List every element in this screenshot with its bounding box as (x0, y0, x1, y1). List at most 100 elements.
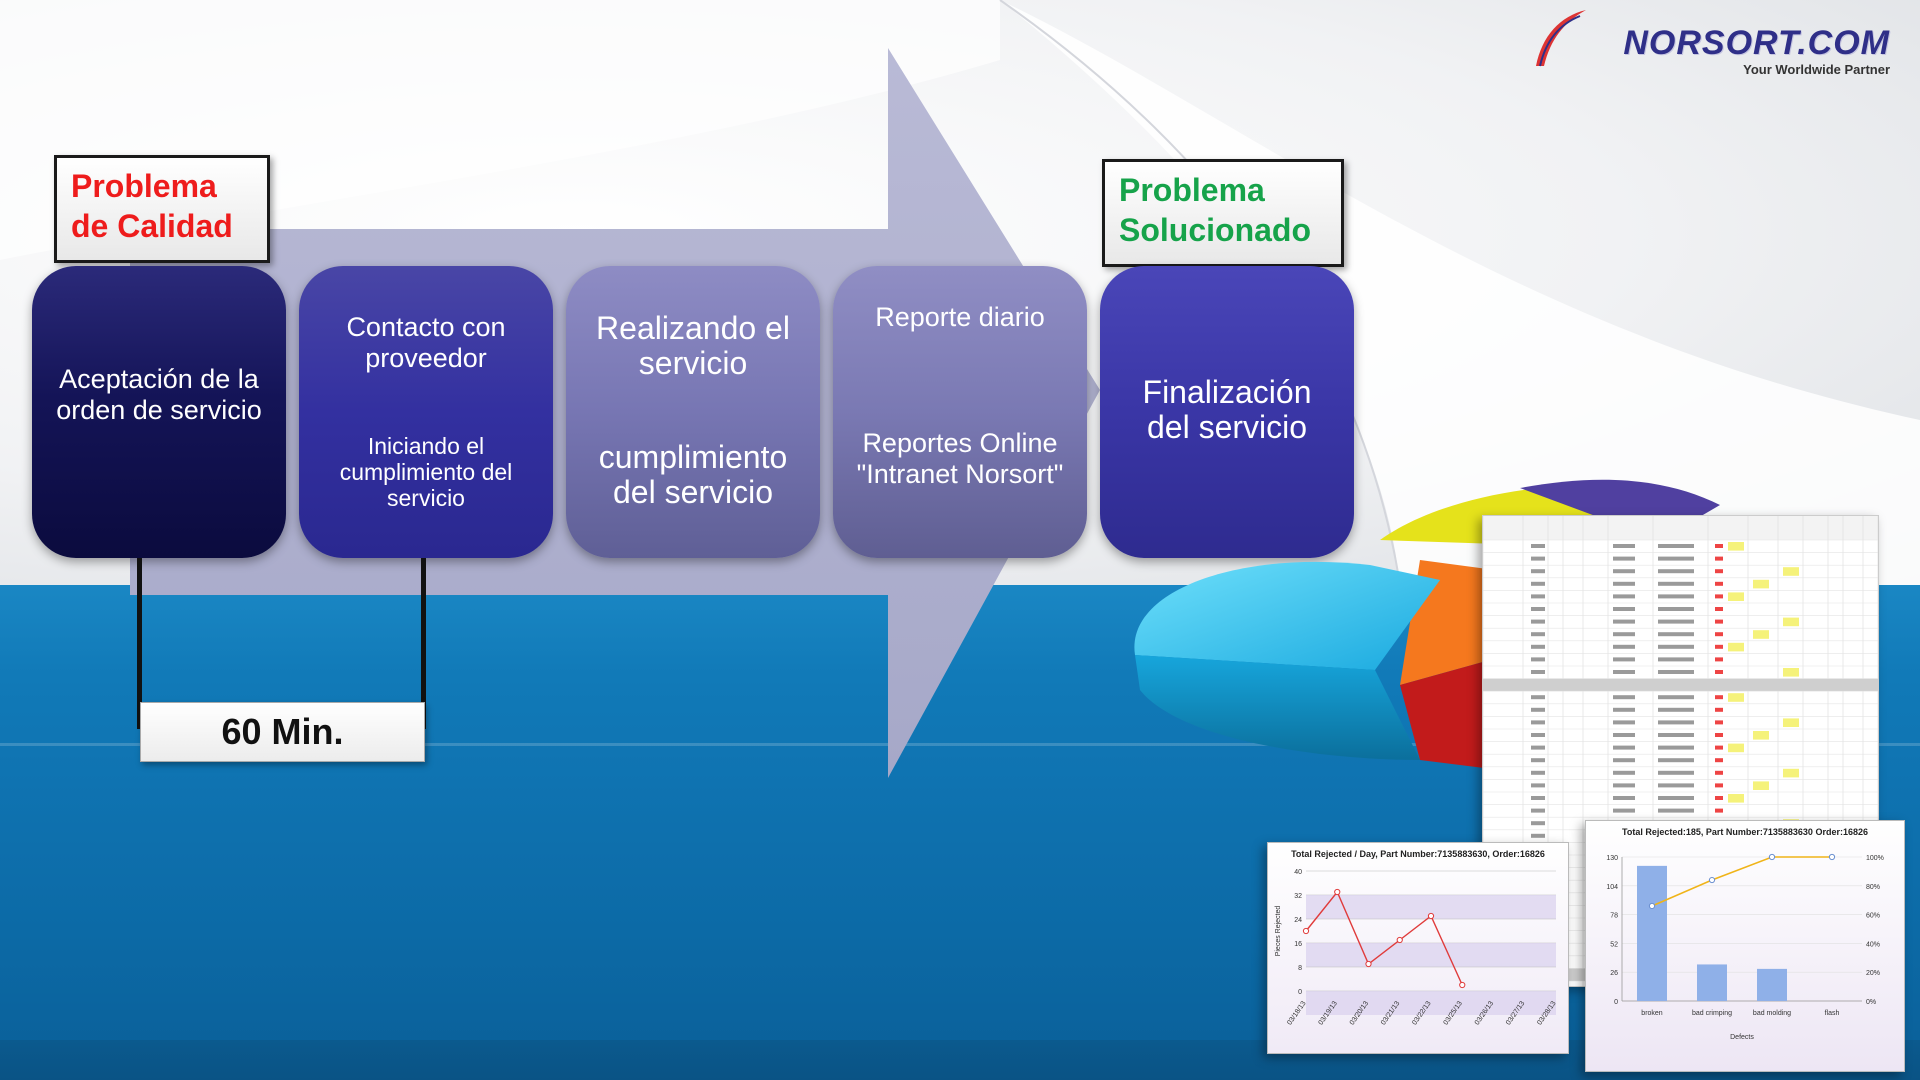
table-cell-text (1715, 783, 1723, 788)
pareto-bar (1697, 964, 1727, 1001)
pareto-y-left-tick: 52 (1610, 941, 1618, 948)
step-service-completion: Finalización del servicio (1100, 266, 1354, 558)
background-stripe (0, 743, 1920, 746)
table-cell-text (1531, 544, 1545, 548)
table-cell-text (1715, 707, 1723, 712)
step-2-title: Contacto con proveedor (346, 312, 506, 373)
pareto-x-tick: bad molding (1753, 1010, 1791, 1017)
table-cell-text (1613, 796, 1635, 800)
table-cell-text (1613, 569, 1635, 574)
pareto-y-left-tick: 0 (1614, 999, 1618, 1006)
step-3-subtitle: cumplimiento del servicio (598, 439, 788, 510)
pie-slice-cyan-side (1135, 655, 1420, 760)
table-cell-text (1715, 796, 1723, 800)
table-cell-text (1715, 644, 1723, 649)
table-cell-text (1715, 657, 1723, 662)
table-cell-text (1613, 695, 1635, 700)
line-chart-series (1305, 890, 1463, 986)
pareto-cumulative-point (1768, 853, 1776, 861)
table-cell-text (1715, 670, 1723, 674)
table-cell-text (1531, 808, 1545, 813)
table-cell-text (1715, 733, 1723, 737)
line-chart-point (1459, 981, 1466, 989)
table-highlight-cell (1783, 567, 1799, 576)
table-highlight-cell (1728, 743, 1744, 753)
table-highlight-cell (1728, 794, 1744, 803)
table-cell-text (1715, 720, 1723, 725)
pareto-y-left-tick: 104 (1606, 884, 1618, 891)
table-highlight-cell (1728, 642, 1744, 652)
table-cell-text (1658, 770, 1694, 775)
step-4-title: Reporte diario (875, 302, 1045, 332)
pareto-cumulative-point (1828, 853, 1836, 861)
table-highlight-cell (1753, 781, 1769, 790)
line-chart-y-tick: 8 (1298, 965, 1302, 972)
pareto-y-right-tick: 20% (1866, 970, 1880, 977)
table-highlight-cell (1783, 668, 1799, 677)
table-cell-text (1715, 619, 1723, 624)
pie-slice-cyan-top (1134, 561, 1440, 670)
line-chart-point (1334, 888, 1341, 896)
pareto-y-right-tick: 100% (1866, 855, 1884, 862)
table-highlight-cell (1753, 731, 1769, 740)
table-cell-text (1531, 632, 1545, 637)
table-cell-text (1531, 745, 1545, 750)
table-highlight-cell (1783, 768, 1799, 778)
table-cell-text (1658, 607, 1694, 611)
pie-slice-red (1400, 660, 1500, 770)
line-chart-band (1306, 991, 1556, 1015)
table-cell-text (1531, 695, 1545, 700)
timer-bracket-right (421, 558, 426, 728)
quality-problem-line-1: Problema (71, 168, 217, 204)
table-cell-text (1531, 657, 1545, 662)
table-cell-text (1658, 619, 1694, 624)
table-cell-text (1531, 619, 1545, 624)
table-cell-text (1613, 594, 1635, 599)
step-daily-report: Reporte diario Reportes Online "Intranet… (833, 266, 1087, 558)
step-supplier-contact: Contacto con proveedor Iniciando el cump… (299, 266, 553, 558)
table-cell-text (1658, 657, 1694, 662)
table-cell-text (1658, 733, 1694, 737)
line-chart-point (1396, 936, 1403, 944)
table-cell-text (1715, 632, 1723, 637)
pareto-y-left-tick: 78 (1610, 913, 1618, 920)
table-cell-text (1531, 594, 1545, 599)
logo-tagline: Your Worldwide Partner (1743, 62, 1890, 77)
table-cell-text (1715, 594, 1723, 599)
table-cell-text (1658, 632, 1694, 637)
table-cell-text (1715, 581, 1723, 586)
table-cell-text (1531, 783, 1545, 788)
table-cell-text (1658, 783, 1694, 788)
table-cell-text (1531, 707, 1545, 712)
table-cell-text (1715, 556, 1723, 561)
table-cell-text (1613, 581, 1635, 586)
table-cell-text (1658, 695, 1694, 700)
table-cell-text (1531, 770, 1545, 775)
step-order-acceptance: Aceptación de la orden de servicio (32, 266, 286, 558)
table-cell-text (1658, 569, 1694, 574)
table-cell-text (1715, 745, 1723, 750)
table-cell-text (1613, 644, 1635, 649)
pareto-cumulative-point (1648, 902, 1656, 910)
problem-solved-line-2: Solucionado (1119, 212, 1311, 248)
step-3-title: Realizando el servicio (596, 310, 790, 381)
table-cell-text (1715, 695, 1723, 700)
table-cell-text (1613, 707, 1635, 712)
pareto-y-right-tick: 80% (1866, 884, 1880, 891)
table-highlight-cell (1728, 542, 1744, 551)
line-chart-point (1365, 960, 1372, 968)
pareto-y-left-tick: 26 (1610, 970, 1618, 977)
table-cell-text (1658, 808, 1694, 813)
quality-problem-label: Problema de Calidad (54, 155, 270, 263)
table-cell-text (1658, 720, 1694, 725)
table-cell-text (1531, 720, 1545, 725)
table-cell-text (1658, 556, 1694, 561)
table-cell-text (1531, 644, 1545, 649)
line-chart-y-tick: 32 (1294, 893, 1302, 900)
table-cell-text (1658, 644, 1694, 649)
problem-solved-line-1: Problema (1119, 172, 1265, 208)
brand-logo: NORSORT.COM Your Worldwide Partner (1530, 6, 1890, 77)
pareto-x-tick: broken (1641, 1010, 1663, 1017)
table-cell-text (1658, 758, 1694, 763)
table-cell-text (1613, 808, 1635, 813)
